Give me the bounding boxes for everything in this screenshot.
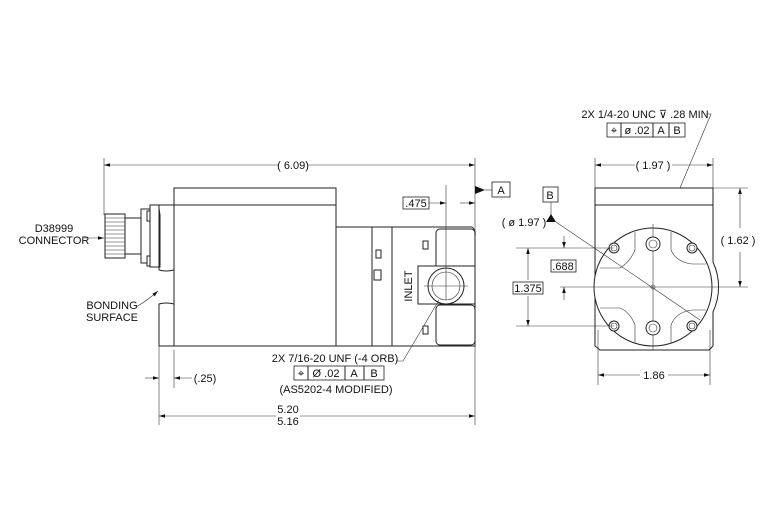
flange-offset-dim: (.25) [194, 373, 217, 385]
hole-fcf: ⌖ ø .02 A B [606, 122, 686, 138]
hole-callout: 2X 1/4-20 UNC ⊽ .28 MIN [581, 109, 708, 121]
bolt-circle-dim: ( ø 1.97 ) [502, 217, 547, 229]
valve-section [371, 226, 393, 347]
connector-label: D38999 [35, 223, 74, 235]
position-symbol: ⌖ [611, 125, 617, 137]
mounting-holes [608, 236, 698, 336]
d38999-connector [104, 204, 161, 268]
end-view: 2X 1/4-20 UNC ⊽ .28 MIN ⌖ ø .02 A B ( 1.… [502, 109, 756, 385]
spacing-dim: 1.375 [514, 283, 542, 295]
position-symbol: ⌖ [298, 368, 304, 380]
fcf-datum: B [370, 368, 377, 380]
valve-tab [373, 269, 382, 281]
datum-b-box [542, 186, 559, 203]
bolt-circle-leader [555, 221, 701, 321]
length-max-dim: 5.20 [277, 404, 298, 416]
datum-a-triangle [475, 186, 485, 194]
fcf-tolerance: Ø .02 [313, 368, 340, 380]
half-spacing-dim: .688 [552, 261, 573, 273]
datum-a-label: A [497, 185, 505, 197]
fcf-datum: B [673, 125, 680, 137]
leader-line [396, 299, 440, 362]
port-boss [435, 228, 476, 270]
connector-label: CONNECTOR [19, 235, 90, 247]
port-offset-dim: .475 [405, 198, 426, 210]
spacing-box [512, 281, 544, 295]
fitting-tab [422, 240, 429, 250]
datum-b-label: B [546, 190, 553, 202]
port-spec: (AS5202-4 MODIFIED) [279, 384, 392, 396]
inlet-label: INLET [403, 270, 415, 301]
port-callout: 2X 7/16-20 UNF (-4 ORB) [272, 353, 399, 365]
half-spacing-box [550, 259, 577, 273]
mounting-flange [158, 204, 175, 347]
port-boss [435, 304, 476, 346]
valve-section [335, 226, 373, 347]
bonding-surface-label: BONDING [86, 300, 137, 312]
bonding-surface-label: SURFACE [86, 312, 138, 324]
cover-plate [594, 187, 714, 206]
leader-line [135, 290, 159, 308]
width-top-dim: ( 1.97 ) [636, 160, 671, 172]
length-min-dim: 5.16 [277, 416, 298, 428]
side-view: ( 6.09) D38999 CONNECTOR BONDING SURFACE [19, 158, 511, 428]
motor-housing [173, 204, 337, 347]
height-dim: ( 1.62 ) [721, 235, 756, 247]
valve-tab [375, 249, 382, 259]
fcf-datum: A [657, 125, 665, 137]
fcf-tolerance: ø .02 [624, 125, 649, 137]
width-bottom-dim: 1.86 [643, 370, 664, 382]
port-fcf: ⌖ Ø .02 A B [293, 365, 385, 381]
datum-a-box [491, 181, 511, 198]
fcf-datum: A [350, 368, 358, 380]
overall-length-dim: ( 6.09) [277, 160, 309, 172]
fitting-tab [422, 325, 429, 335]
cover-plate [173, 187, 337, 206]
